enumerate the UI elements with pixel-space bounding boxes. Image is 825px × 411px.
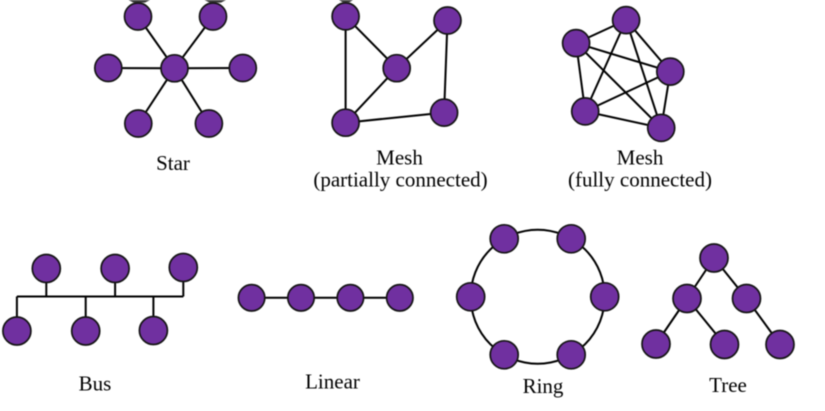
svg-text:Linear: Linear — [305, 370, 360, 394]
svg-text:(fully connected): (fully connected) — [568, 168, 712, 192]
svg-text:Mesh: Mesh — [376, 146, 423, 170]
svg-text:Mesh: Mesh — [617, 146, 664, 170]
svg-text:Tree: Tree — [709, 373, 747, 397]
svg-text:Ring: Ring — [523, 374, 564, 398]
svg-text:(partially connected): (partially connected) — [313, 168, 487, 192]
svg-text:Star: Star — [156, 151, 190, 175]
svg-text:Bus: Bus — [79, 372, 112, 396]
